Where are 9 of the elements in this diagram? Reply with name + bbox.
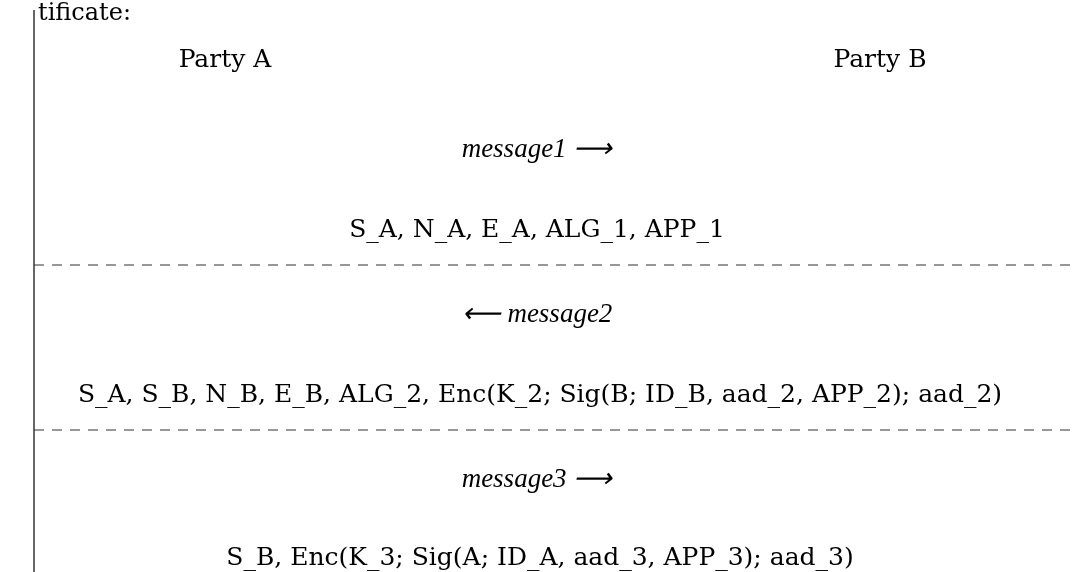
caption-fragment: tificate: xyxy=(38,0,131,24)
message-contents: S_A, N_A, E_A, ALG_1, APP_1 xyxy=(349,215,725,244)
party-heading: Party A xyxy=(178,45,272,74)
message-label: ⟵ message2 xyxy=(461,298,613,330)
message-label: message3 ⟶ xyxy=(461,463,613,495)
message-contents: S_B, Enc(K_3; Sig(A; ID_A, aad_3, APP_3); aad_3) xyxy=(226,543,854,572)
party-heading: Party B xyxy=(833,45,927,74)
message-contents: S_A, S_B, N_B, E_B, ALG_2, Enc(K_2; Sig(B; ID_B, aad_2, APP_2); aad_2) xyxy=(77,380,1003,409)
message-label: message1 ⟶ xyxy=(461,133,613,165)
